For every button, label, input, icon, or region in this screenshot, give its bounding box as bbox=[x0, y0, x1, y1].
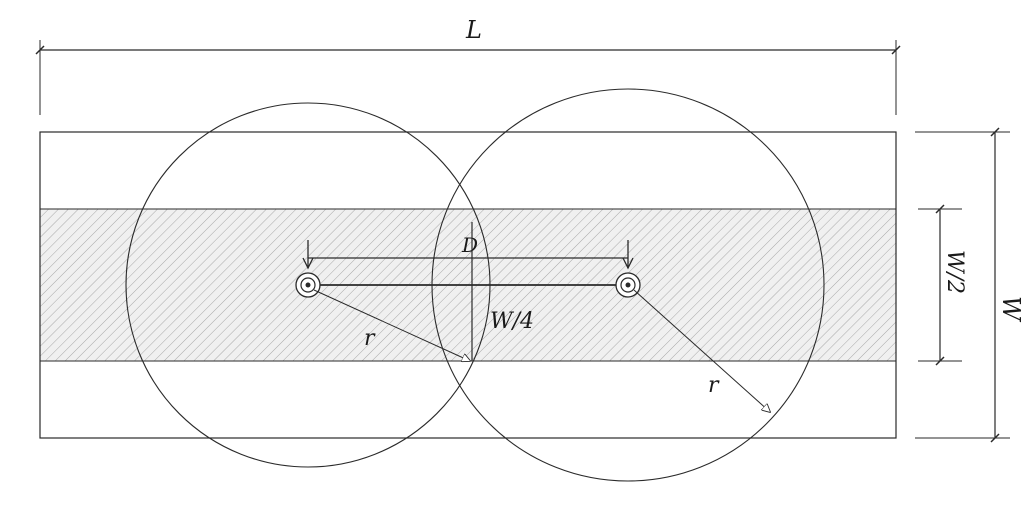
right-radius-arrow bbox=[633, 289, 770, 412]
width-dimension bbox=[915, 127, 1010, 443]
quarter-width-label: W/4 bbox=[490, 309, 534, 334]
spacing-dimension bbox=[302, 240, 634, 270]
left-radius-label: r bbox=[364, 326, 376, 351]
length-dimension bbox=[35, 40, 901, 115]
reservoir-outline bbox=[39, 131, 897, 439]
width-label: W bbox=[997, 296, 1025, 323]
length-label: L bbox=[465, 16, 482, 44]
right-well-icon bbox=[615, 272, 641, 298]
left-radius-arrow bbox=[313, 289, 470, 361]
half-width-dimension bbox=[918, 204, 962, 366]
half-width-label: W/2 bbox=[942, 250, 967, 294]
left-well-icon bbox=[295, 272, 321, 298]
right-radius-label: r bbox=[708, 373, 720, 398]
spacing-label: D bbox=[461, 233, 478, 257]
